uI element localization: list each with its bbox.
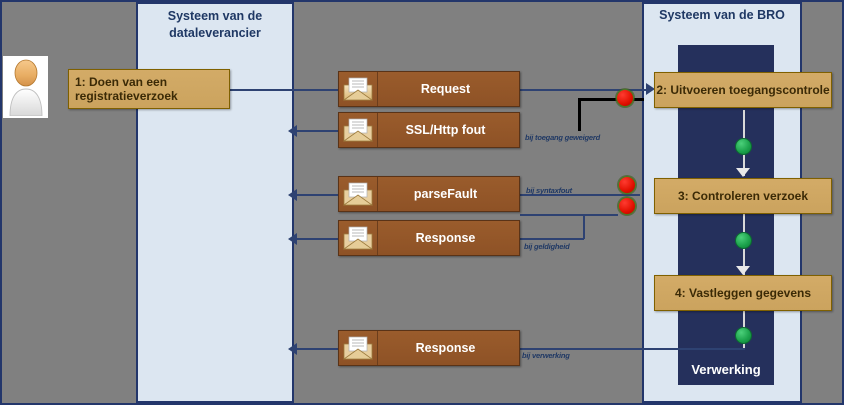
arrowhead-response-final xyxy=(288,343,297,355)
arrowhead-sslfout xyxy=(288,125,297,137)
ok-dot-step2 xyxy=(735,138,752,155)
arrowhead-to-step2 xyxy=(646,83,655,95)
envelope-icon xyxy=(339,177,378,211)
message-box-request-top-label: Request xyxy=(420,82,471,96)
connector-step1-to-request xyxy=(230,89,340,91)
swimlane-dataleverancier xyxy=(136,2,294,403)
process-box-step2[interactable]: 2: Uitvoeren toegangscontrole xyxy=(654,72,832,108)
error-dot-toegang xyxy=(616,89,634,107)
condition-label-verwerking: bij verwerking xyxy=(522,351,570,360)
envelope-icon xyxy=(339,331,378,365)
connector-toegang-branch-h xyxy=(578,98,644,101)
condition-label-toegang: bij toegang geweigerd xyxy=(525,133,600,142)
condition-verwerking-text: bij verwerking xyxy=(522,351,570,360)
ok-dot-step4 xyxy=(735,327,752,344)
message-box-response-validation[interactable]: Response xyxy=(338,220,520,256)
swimlane-dataleverancier-title: Systeem van de dataleverancier xyxy=(140,8,290,42)
arrowhead-response-validation xyxy=(288,233,297,245)
connector-step3-to-response-h xyxy=(520,214,618,216)
message-box-parsefault[interactable]: parseFault xyxy=(338,176,520,212)
message-box-request-top[interactable]: Request xyxy=(338,71,520,107)
arrowhead-step3 xyxy=(736,168,750,177)
process-box-step4-label: 4: Vastleggen gegevens xyxy=(674,286,812,300)
error-dot-syntax xyxy=(618,176,636,194)
condition-label-geldigheid: bij geldigheid xyxy=(524,242,570,251)
process-box-step2-label: 2: Uitvoeren toegangscontrole xyxy=(656,83,830,97)
message-box-response-final[interactable]: Response xyxy=(338,330,520,366)
message-box-response-final-label: Response xyxy=(415,341,476,355)
condition-label-syntax: bij syntaxfout xyxy=(526,186,572,195)
message-box-ssl-http-fout[interactable]: SSL/Http fout xyxy=(338,112,520,148)
condition-syntax-text: bij syntaxfout xyxy=(526,186,572,195)
swimlane-bro-title: Systeem van de BRO xyxy=(646,7,798,24)
error-dot-geldigheid xyxy=(618,197,636,215)
arrowhead-parsefault xyxy=(288,189,297,201)
envelope-icon xyxy=(339,221,378,255)
connector-sslfout-to-dataleverancier xyxy=(296,130,342,132)
envelope-icon xyxy=(339,72,378,106)
process-box-step3-label: 3: Controleren verzoek xyxy=(677,189,809,203)
message-box-ssl-http-fout-label: SSL/Http fout xyxy=(405,123,486,137)
connector-step3-to-response-h2 xyxy=(520,238,584,240)
process-box-step3[interactable]: 3: Controleren verzoek xyxy=(654,178,832,214)
connector-request-to-step2 xyxy=(520,89,648,91)
envelope-icon xyxy=(339,113,378,147)
connector-toegang-branch-v xyxy=(578,98,581,131)
ok-dot-step3 xyxy=(735,232,752,249)
process-box-step1[interactable]: 1: Doen van een registratieverzoek xyxy=(68,69,230,109)
condition-geldigheid-text: bij geldigheid xyxy=(524,242,570,251)
connector-response-final-to-dataleverancier xyxy=(296,348,342,350)
connector-step3-to-response-v xyxy=(583,214,585,239)
connector-step3-to-parsefault xyxy=(520,194,640,196)
swimlane-title-line1: Systeem van de dataleverancier xyxy=(167,9,263,40)
connector-parsefault-to-dataleverancier xyxy=(296,194,342,196)
message-box-response-validation-label: Response xyxy=(415,231,476,245)
connector-verwerking-to-response xyxy=(520,348,745,350)
message-box-parsefault-label: parseFault xyxy=(413,187,478,201)
person-icon xyxy=(9,59,42,116)
process-box-step1-label: 1: Doen van een registratieverzoek xyxy=(75,75,178,103)
process-box-step4[interactable]: 4: Vastleggen gegevens xyxy=(654,275,832,311)
condition-toegang-text: bij toegang geweigerd xyxy=(525,133,600,142)
arrowhead-step4 xyxy=(736,266,750,275)
swimlane-bro-title-text: Systeem van de BRO xyxy=(659,8,785,22)
verwerking-text: Verwerking xyxy=(691,362,761,377)
connector-response-validation-to-dataleverancier xyxy=(296,238,342,240)
bro-processing-label: Verwerking xyxy=(678,362,774,377)
actor-dataleverancier xyxy=(3,56,48,118)
